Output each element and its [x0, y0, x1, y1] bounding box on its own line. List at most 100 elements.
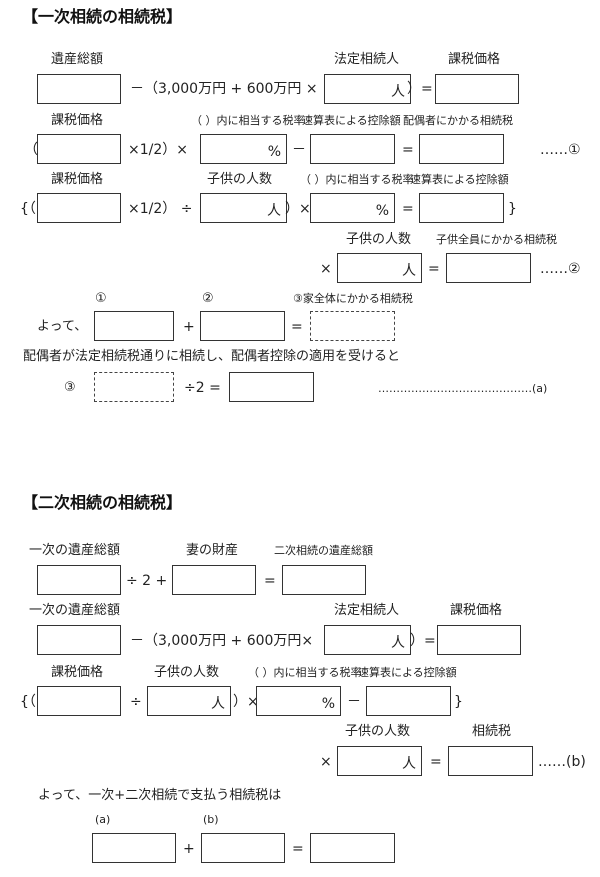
label-quick-deduction: 速算表による控除額	[410, 173, 509, 186]
half-multiply-operator: ×1/2）×	[128, 142, 188, 158]
equals-operator: =	[292, 841, 304, 857]
marker-b: (b)	[203, 813, 219, 826]
equals-operator: =	[264, 573, 276, 589]
minus-operator: －	[292, 142, 306, 158]
taxable-value-field[interactable]	[37, 134, 121, 164]
children-count-field[interactable]: 人	[200, 193, 287, 223]
equals-operator: =	[430, 754, 442, 770]
label-children-count: 子供の人数	[345, 724, 411, 739]
legal-heirs-field[interactable]: 人	[324, 625, 411, 655]
label-estate-total: 遺産総額	[51, 52, 104, 67]
spouse-final-tax-field[interactable]	[229, 372, 314, 402]
unit-person: 人	[267, 203, 281, 219]
divide-plus-operator: ÷ 2 +	[126, 573, 168, 589]
unit-person: 人	[402, 263, 416, 279]
result-marker-b: ……(b)	[538, 754, 586, 770]
label-first-estate-total: 一次の遺産総額	[29, 603, 121, 618]
spouse-deduction-note: 配偶者が法定相続税通りに相続し、配偶者控除の適用を受けると	[23, 349, 401, 364]
equals-operator: =	[428, 261, 440, 277]
estate-total-field[interactable]	[37, 74, 121, 104]
unit-person: 人	[402, 756, 416, 772]
marker-1: ①	[95, 291, 107, 306]
result-marker-2: ……②	[540, 261, 581, 277]
label-children-count: 子供の人数	[154, 665, 220, 680]
label-children-count: 子供の人数	[346, 232, 412, 247]
marker-2: ②	[202, 291, 214, 306]
label-tax-rate: （ ）内に相当する税率	[191, 114, 305, 127]
label-wife-assets: 妻の財産	[186, 543, 239, 558]
label-quick-deduction: 速算表による控除額	[302, 114, 401, 127]
marker-a: (a)	[95, 813, 111, 826]
taxable-value-field[interactable]	[37, 686, 121, 716]
family-tax-field[interactable]	[94, 372, 174, 402]
label-family-tax: ③家全体にかかる相続税	[293, 292, 413, 305]
wife-assets-field[interactable]	[172, 565, 256, 595]
summary-text: よって、一次+二次相続で支払う相続税は	[38, 788, 282, 803]
children-count-field[interactable]: 人	[147, 686, 231, 716]
marker-3: ③	[64, 380, 76, 395]
children-tax-field[interactable]	[446, 253, 531, 283]
label-children-tax: 子供全員にかかる相続税	[436, 233, 557, 246]
close-paren-equals: ）=	[410, 633, 436, 649]
sum-field-2[interactable]	[200, 311, 285, 341]
total-field-b[interactable]	[201, 833, 285, 863]
quick-deduction-field[interactable]	[419, 193, 504, 223]
unit-percent: %	[321, 696, 335, 712]
children-count-field[interactable]: 人	[337, 746, 422, 776]
basic-deduction-expression: －（3,000万円 + 600万円×	[130, 633, 314, 649]
label-taxable-value: 課税価格	[51, 665, 104, 680]
label-quick-deduction: 速算表による控除額	[358, 666, 457, 679]
label-legal-heirs: 法定相続人	[334, 603, 400, 618]
close-paren-multiply: ）×	[233, 694, 259, 710]
inheritance-tax-field[interactable]	[448, 746, 533, 776]
label-taxable-value: 課税価格	[51, 172, 104, 187]
multiply-operator: ×	[320, 754, 332, 770]
legal-heirs-field[interactable]: 人	[324, 74, 411, 104]
second-estate-total-field[interactable]	[282, 565, 366, 595]
first-estate-total-field[interactable]	[37, 565, 121, 595]
result-marker-1: ……①	[540, 142, 581, 158]
family-tax-field[interactable]	[310, 311, 395, 341]
close-brace: }	[454, 694, 463, 710]
spouse-tax-field[interactable]	[419, 134, 504, 164]
quick-deduction-field[interactable]	[310, 134, 395, 164]
close-paren-equals: ）=	[407, 81, 433, 97]
plus-operator: +	[183, 319, 195, 335]
quick-deduction-field[interactable]	[366, 686, 451, 716]
label-spouse-tax: 配偶者にかかる相続税	[403, 114, 513, 127]
first-estate-total-field[interactable]	[37, 625, 121, 655]
taxable-value-field[interactable]	[37, 193, 121, 223]
unit-percent: %	[267, 144, 281, 160]
basic-deduction-expression: －（3,000万円 + 600万円 ×	[130, 81, 318, 97]
label-tax-rate: （ ）内に相当する税率	[248, 666, 362, 679]
open-brace-paren: {（	[20, 201, 36, 217]
equals-operator: =	[402, 142, 414, 158]
open-paren: （	[24, 142, 38, 158]
close-brace: }	[508, 201, 517, 217]
taxable-value-field[interactable]	[435, 74, 519, 104]
intro-text: よって、	[37, 319, 88, 334]
label-second-estate-total: 二次相続の遺産総額	[274, 544, 373, 557]
sum-field-1[interactable]	[94, 311, 174, 341]
label-legal-heirs: 法定相続人	[334, 52, 400, 67]
divide-equals-operator: ÷2 =	[184, 380, 221, 396]
grand-total-field[interactable]	[310, 833, 395, 863]
tax-rate-field[interactable]: %	[310, 193, 395, 223]
label-children-count: 子供の人数	[207, 172, 273, 187]
section2-title: 【二次相続の相続税】	[22, 493, 183, 512]
unit-percent: %	[375, 203, 389, 219]
total-field-a[interactable]	[92, 833, 176, 863]
close-paren-multiply: ）×	[285, 201, 311, 217]
divide-operator: ÷	[130, 694, 142, 710]
label-tax-rate: （ ）内に相当する税率	[300, 173, 414, 186]
label-first-estate-total: 一次の遺産総額	[29, 543, 121, 558]
minus-operator: －	[347, 694, 361, 710]
children-count-field[interactable]: 人	[337, 253, 422, 283]
multiply-operator: ×	[320, 261, 332, 277]
taxable-value-field[interactable]	[437, 625, 521, 655]
unit-person: 人	[211, 696, 225, 712]
label-inheritance-tax: 相続税	[472, 724, 512, 739]
half-divide-operator: ×1/2） ÷	[128, 201, 193, 217]
tax-rate-field[interactable]: %	[256, 686, 341, 716]
tax-rate-field[interactable]: %	[200, 134, 287, 164]
